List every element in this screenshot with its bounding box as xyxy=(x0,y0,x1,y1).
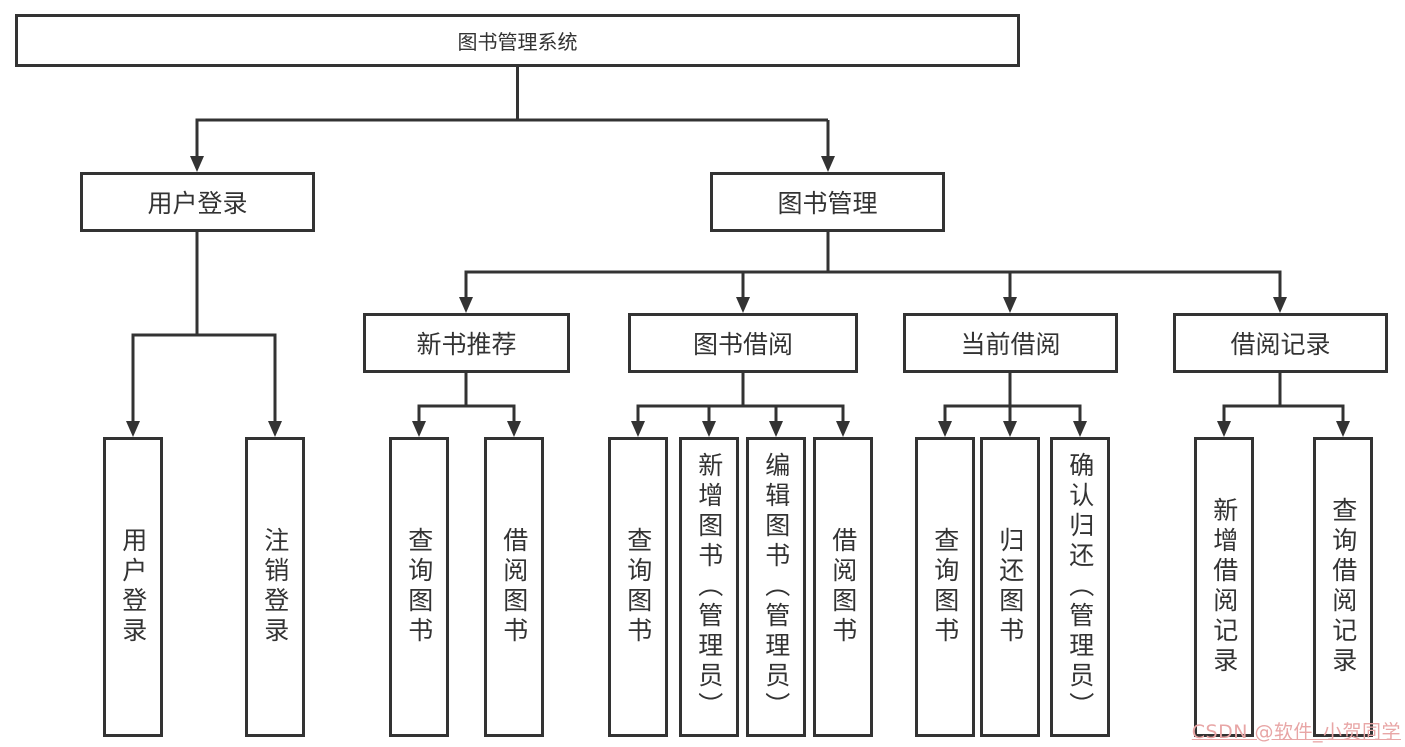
leaf-confirm-return-admin: 确认归还（管理员） xyxy=(1050,437,1110,737)
node-label: 确认归还（管理员） xyxy=(1065,452,1095,722)
node-label: 借阅图书 xyxy=(499,527,529,647)
node-new-book-recommendation: 新书推荐 xyxy=(363,313,570,373)
leaf-edit-books-admin: 编辑图书（管理员） xyxy=(746,437,806,737)
node-label: 查询图书 xyxy=(623,527,653,647)
connector-book-borrowing-fan xyxy=(636,373,845,423)
node-label: 用户登录 xyxy=(147,189,248,218)
leaf-return-books: 归还图书 xyxy=(980,437,1040,737)
node-label: 借阅记录 xyxy=(1230,330,1331,359)
node-label: 用户登录 xyxy=(118,527,148,647)
node-label: 图书管理 xyxy=(777,189,878,218)
node-label: 新增图书（管理员） xyxy=(694,452,724,722)
node-book-borrowing: 图书借阅 xyxy=(628,313,858,373)
connector-book-management-to-level3 xyxy=(464,232,1282,299)
node-label: 查询图书 xyxy=(930,527,960,647)
leaf-query-books-current: 查询图书 xyxy=(915,437,975,737)
node-label: 图书借阅 xyxy=(692,330,793,359)
node-borrowing-records: 借阅记录 xyxy=(1173,313,1388,373)
node-user-login: 用户登录 xyxy=(80,172,315,232)
arrowheads xyxy=(126,156,1350,437)
leaf-query-books-borrow: 查询图书 xyxy=(608,437,668,737)
connector-borrowing-records-fan xyxy=(1222,373,1345,423)
connector-new-book-recommendation-fan xyxy=(417,373,516,423)
leaf-borrow-books: 借阅图书 xyxy=(813,437,873,737)
leaf-add-borrow-record: 新增借阅记录 xyxy=(1194,437,1254,737)
node-book-management: 图书管理 xyxy=(710,172,945,232)
node-label: 借阅图书 xyxy=(828,527,858,647)
connector-user-login-to-leaves xyxy=(131,232,277,422)
node-current-borrowing: 当前借阅 xyxy=(903,313,1118,373)
leaf-add-books-admin: 新增图书（管理员） xyxy=(679,437,739,737)
node-label: 新书推荐 xyxy=(416,330,517,359)
connector-root-to-level2 xyxy=(195,67,830,157)
node-label: 图书管理系统 xyxy=(457,30,578,54)
connector-current-borrowing-fan xyxy=(943,373,1082,423)
leaf-user-login: 用户登录 xyxy=(103,437,163,737)
csdn-watermark: CSDN @软件_小贺同学 xyxy=(1191,721,1401,743)
leaf-query-borrow-record: 查询借阅记录 xyxy=(1313,437,1373,737)
node-library-management-system: 图书管理系统 xyxy=(15,14,1020,67)
node-label: 归还图书 xyxy=(995,527,1025,647)
node-label: 编辑图书（管理员） xyxy=(761,452,791,722)
node-label: 当前借阅 xyxy=(960,330,1061,359)
leaf-borrow-books-recommend: 借阅图书 xyxy=(484,437,544,737)
node-label: 查询借阅记录 xyxy=(1328,497,1358,677)
node-label: 查询图书 xyxy=(404,527,434,647)
leaf-query-books-recommend: 查询图书 xyxy=(389,437,449,737)
node-label: 注销登录 xyxy=(260,527,290,647)
leaf-logout: 注销登录 xyxy=(245,437,305,737)
node-label: 新增借阅记录 xyxy=(1209,497,1239,677)
